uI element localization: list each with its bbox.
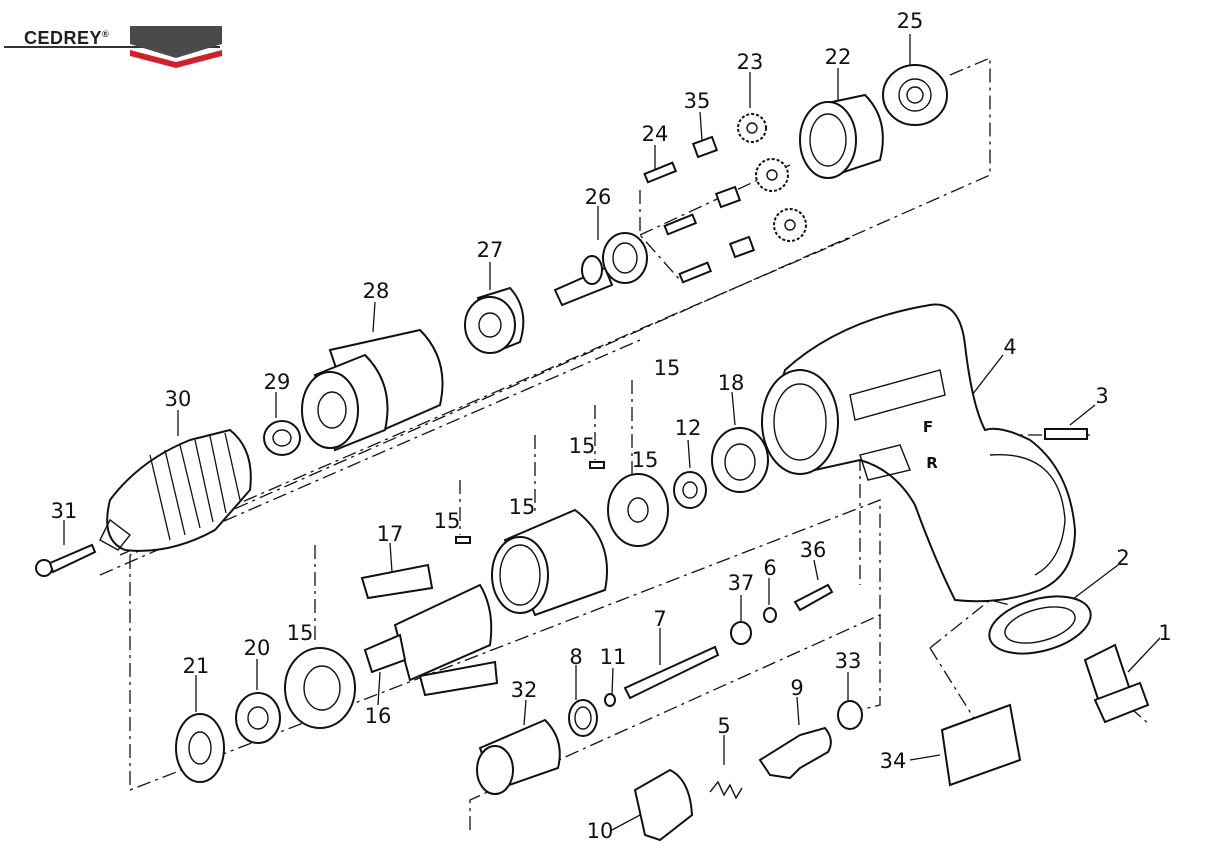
part-7-valve-stem [623,645,720,700]
callout-28: 28 [363,279,390,303]
brand-logo: CEDREY® [4,22,222,70]
callout-23: 23 [737,50,764,74]
callout-21: 21 [183,654,210,678]
part-15-end-plate [607,473,669,547]
callout-34: 34 [880,749,907,773]
brand-emblem [130,26,222,68]
part-1-air-inlet [1083,643,1150,724]
part-30-chuck [99,428,252,552]
part-35-needle-bearings [691,135,756,259]
callout-33: 33 [835,649,862,673]
callout-16: 16 [365,704,392,728]
part-33-o-ring [837,700,863,730]
callout-31: 31 [51,499,78,523]
part-16-rotor [363,583,493,682]
part-15-cylinder [491,508,608,617]
part-11-ring [604,693,616,707]
callout-numbers: 1 2 3 4 5 6 7 8 9 10 11 12 15 15 15 15 1… [51,9,1172,843]
part-5-spring [709,780,743,800]
callout-15-e: 15 [434,509,461,533]
callout-27: 27 [477,238,504,262]
part-15-pins [455,461,605,544]
callout-15-d: 15 [509,495,536,519]
part-29-washer [263,420,301,456]
callout-7: 7 [653,607,666,631]
part-27-bearing [464,286,525,354]
callout-18: 18 [718,371,745,395]
callout-17: 17 [377,522,404,546]
callout-24: 24 [642,122,669,146]
part-18-gasket [711,427,769,493]
part-2-filter [988,595,1092,655]
leader-lines [63,34,1161,831]
callout-4: 4 [1003,335,1016,359]
reverse-label: R [926,454,938,472]
part-23-planet-gears [737,113,807,242]
callout-5: 5 [717,714,730,738]
part-15-rear-plate [284,647,356,729]
callout-12: 12 [675,416,702,440]
callout-26: 26 [585,185,612,209]
part-6-ring [763,607,777,623]
part-24-pins [643,161,713,284]
part-3-pin [1044,428,1088,440]
part-21-washer [175,713,225,783]
callout-8: 8 [569,645,582,669]
part-8-o-ring [568,699,598,737]
callout-30: 30 [165,387,192,411]
callout-36: 36 [800,538,827,562]
callout-1: 1 [1158,621,1171,645]
callout-10: 10 [587,819,614,843]
brand-rule [4,46,220,48]
part-31-screw [35,543,97,577]
callout-9: 9 [790,676,803,700]
callout-25: 25 [897,9,924,33]
part-10-trigger [633,768,694,842]
part-34-muffler [940,703,1022,787]
part-20-bearing [235,692,281,744]
forward-label: F [923,418,933,436]
part-25-bearing [882,64,948,126]
part-26-planet-carrier [553,232,648,307]
brand-name: CEDREY® [24,28,110,48]
callout-6: 6 [763,556,776,580]
part-36-screw [793,583,834,612]
part-12-bearing [673,471,707,509]
part-32-valve-sleeve [476,718,561,795]
callout-20: 20 [244,636,271,660]
callout-22: 22 [825,45,852,69]
callout-3: 3 [1095,384,1108,408]
callout-29: 29 [264,370,291,394]
part-17-vanes [360,563,499,697]
callout-15-a: 15 [654,356,681,380]
part-4-housing [761,303,1077,603]
callout-11: 11 [600,645,627,669]
callout-32: 32 [511,678,538,702]
part-9-reverse-valve [758,726,832,780]
callout-15-c: 15 [569,434,596,458]
callout-15-b: 15 [632,448,659,472]
part-28-gear-housing [301,328,444,452]
callout-37: 37 [728,571,755,595]
callout-2: 2 [1116,546,1129,570]
callout-15-f: 15 [287,621,314,645]
part-37-seal [730,621,752,645]
part-22-ring-gear [799,93,884,179]
callout-35: 35 [684,89,711,113]
